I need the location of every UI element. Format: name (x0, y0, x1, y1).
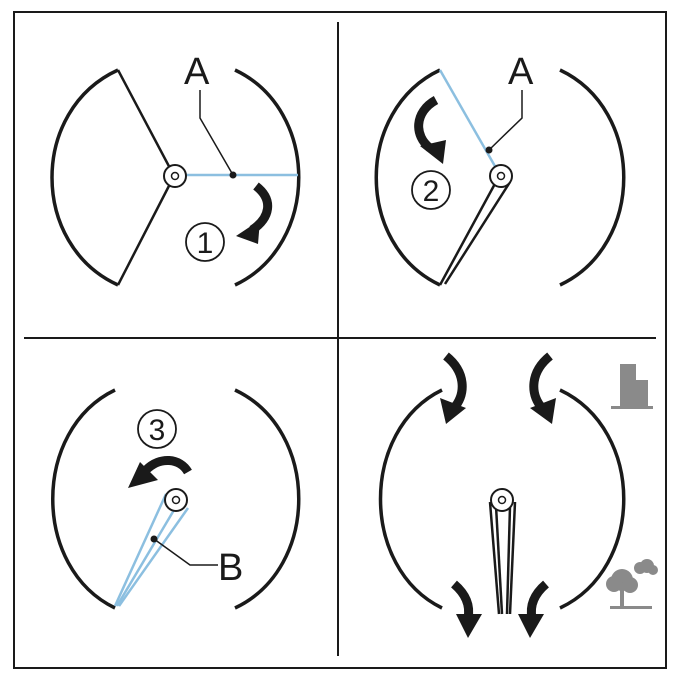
cable-b-2 (115, 509, 176, 607)
left-arc (378, 388, 443, 610)
panel-2: A 2 (374, 51, 626, 287)
left-arc (51, 388, 116, 610)
rotation-arrow-counterclockwise (142, 456, 192, 475)
pulley (164, 488, 188, 512)
arrowhead-bottom-right (518, 614, 544, 638)
curved-arrow-top-left (442, 352, 467, 411)
pulley (490, 488, 514, 512)
rotation-arrow-counterclockwise (414, 96, 439, 152)
hanging-wire-1 (488, 501, 501, 615)
arrowhead-top-left (440, 398, 466, 424)
upper-wire (116, 69, 174, 173)
panel-3: B 3 (51, 388, 301, 610)
curved-arrow-bottom-left (450, 580, 474, 619)
cable-b-1 (113, 493, 168, 607)
leader-line (488, 90, 523, 151)
pulley (163, 164, 187, 188)
panel-1: A 1 (50, 51, 301, 287)
step-number: 3 (149, 414, 166, 447)
outer-border (13, 11, 667, 669)
step-circle (411, 170, 451, 210)
wire-outer (438, 179, 499, 286)
tree-icon (606, 559, 658, 609)
hanging-wire-3 (505, 505, 512, 615)
pulley (489, 164, 513, 188)
lower-wire (116, 179, 174, 286)
rotation-arrowhead (420, 140, 446, 164)
hanging-wire-2 (494, 505, 504, 615)
curved-arrow-top-right (529, 352, 554, 411)
leader-line (199, 90, 234, 176)
step-circle (185, 222, 225, 262)
rotation-arrow-clockwise (249, 182, 272, 234)
step-circle (137, 409, 177, 449)
left-arc (374, 68, 441, 287)
arrowhead-bottom-left (456, 614, 482, 638)
pulley-center (171, 495, 181, 505)
leader-line (153, 538, 218, 566)
right-arc (559, 68, 626, 287)
rotation-arrowhead (128, 462, 158, 488)
right-arc (559, 388, 626, 610)
cable-b-3 (117, 507, 190, 607)
building-icon (611, 364, 653, 409)
step-number: 2 (423, 175, 440, 208)
curved-arrow-bottom-right (526, 580, 550, 619)
right-arc (234, 388, 301, 610)
label-a: A (508, 51, 534, 93)
pulley-center (496, 171, 506, 181)
hanging-wire-4 (508, 501, 517, 615)
panel-4 (378, 352, 658, 638)
right-arc (234, 68, 301, 287)
left-arc (50, 68, 119, 287)
label-b: B (218, 547, 243, 589)
label-a: A (184, 51, 210, 93)
arrowhead-top-right (530, 398, 556, 424)
pulley-center (170, 171, 180, 181)
rotation-arrowhead (236, 220, 260, 244)
wire-inner (443, 181, 512, 285)
pulley-center (497, 495, 507, 505)
cable-a (438, 69, 498, 169)
step-number: 1 (197, 227, 214, 260)
